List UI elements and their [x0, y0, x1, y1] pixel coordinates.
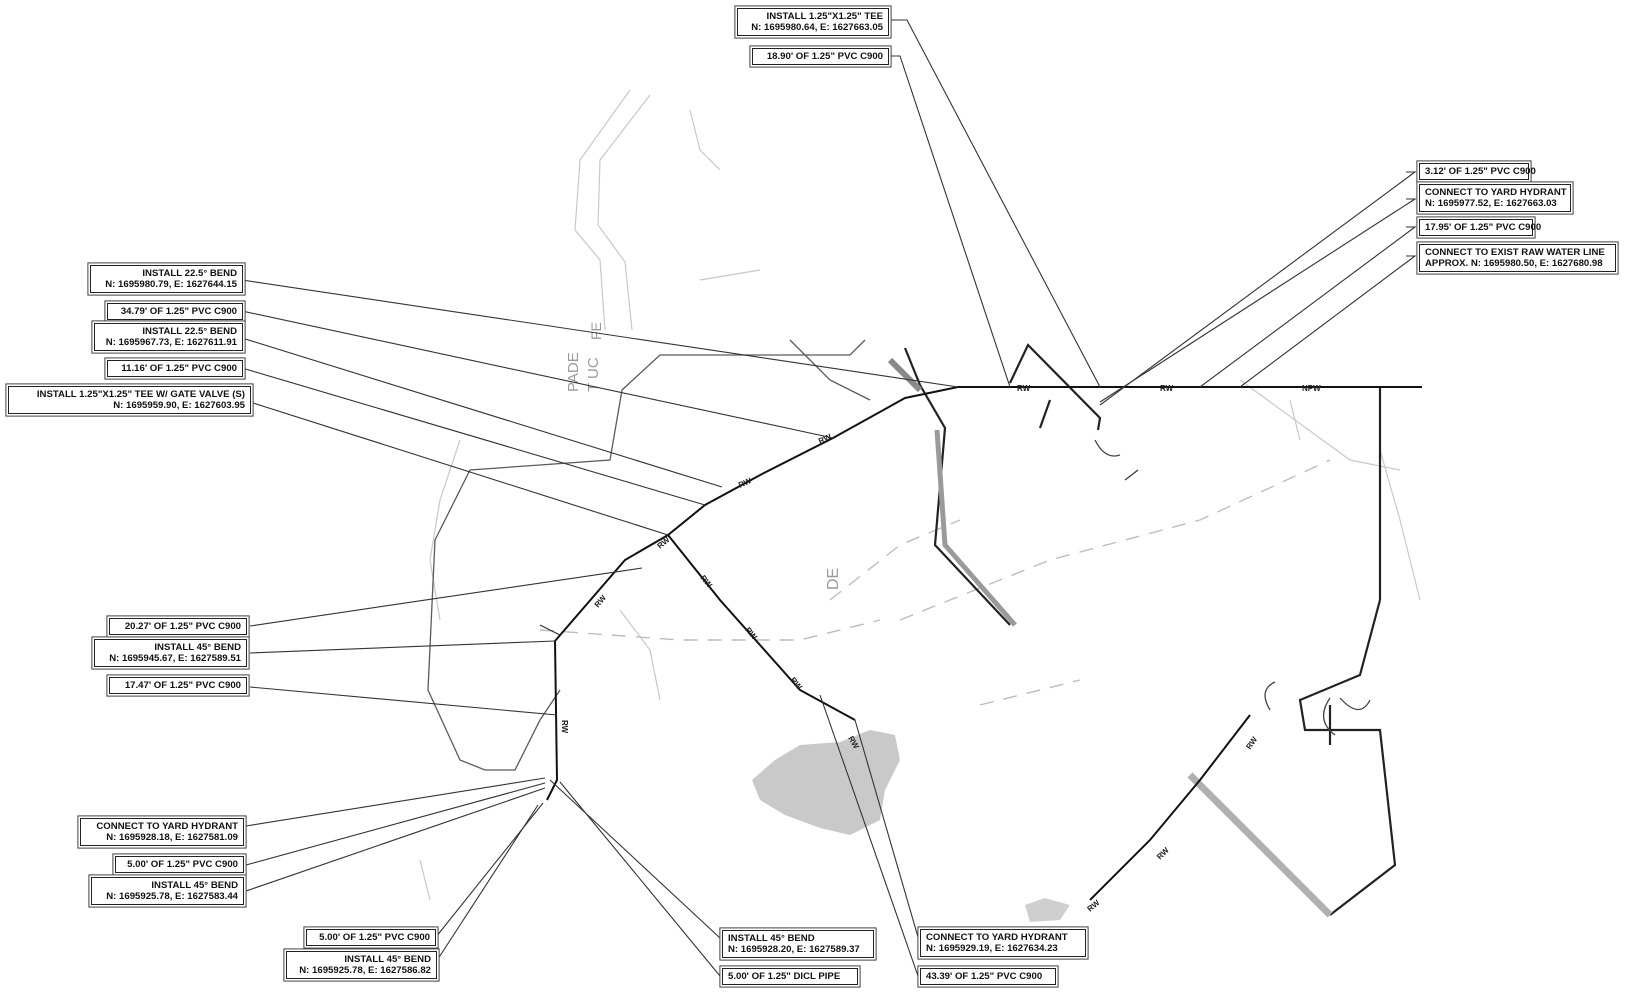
gray-band-north [887, 357, 923, 393]
site-outline [427, 339, 871, 771]
callout-line: 11.16' OF 1.25" PVC C900 [121, 363, 237, 374]
callout-bend-45-sw: INSTALL 45° BEND N: 1695925.78, E: 16275… [91, 877, 244, 905]
callout-coords: N: 1695980.64, E: 1627663.05 [751, 22, 883, 33]
callout-line: CONNECT TO YARD HYDRANT [1425, 187, 1567, 198]
callout-pipe-43-39: 43.39' OF 1.25" PVC C900 [920, 968, 1056, 985]
callout-tee-top: INSTALL 1.25"X1.25" TEE N: 1695980.64, E… [737, 8, 889, 36]
building-walls [903, 343, 1397, 916]
callout-line: INSTALL 1.25"X1.25" TEE W/ GATE VALVE (S… [36, 389, 245, 400]
callout-line: 17.47' OF 1.25" PVC C900 [124, 680, 241, 691]
shaded-area-south [752, 730, 900, 835]
callout-coords: N: 1695928.18, E: 1627581.09 [106, 832, 238, 843]
callout-bend-45-w: INSTALL 45° BEND N: 1695945.67, E: 16275… [94, 639, 247, 667]
callout-coords: N: 1695925.78, E: 1627583.44 [106, 891, 238, 902]
background-labels: PADE T UC FE DE [565, 322, 842, 590]
background-linework [419, 89, 1421, 901]
rw-label-3: RW [817, 432, 833, 446]
callout-line: 18.90' OF 1.25" PVC C900 [766, 51, 883, 62]
callout-line: 3.12' OF 1.25" PVC C900 [1425, 166, 1536, 177]
callout-coords: N: 1695929.19, E: 1627634.23 [926, 943, 1058, 954]
callout-bend-22-upper: INSTALL 22.5° BEND N: 1695980.79, E: 162… [90, 265, 243, 293]
callout-pipe-5-00-a: 5.00' OF 1.25" PVC C900 [115, 856, 244, 873]
callout-bend-45-se: INSTALL 45° BEND N: 1695928.20, E: 16275… [722, 930, 874, 958]
callout-line: INSTALL 45° BEND [728, 933, 815, 944]
callout-tee-gate: INSTALL 1.25"X1.25" TEE W/ GATE VALVE (S… [8, 386, 251, 414]
bg-label-tuc: T UC [585, 357, 602, 392]
callout-coords: N: 1695945.67, E: 1627589.51 [109, 653, 241, 664]
rw-label-13: RW [1155, 845, 1171, 861]
rw-label-7: RW [560, 720, 569, 734]
callout-pipe-17-47: 17.47' OF 1.25" PVC C900 [109, 677, 247, 694]
rw-water-line [546, 386, 1422, 901]
callout-exist-raw-water: CONNECT TO EXIST RAW WATER LINE APPROX. … [1419, 244, 1616, 272]
callout-line: 20.27' OF 1.25" PVC C900 [124, 621, 241, 632]
rw-label-1: RW [1017, 384, 1031, 393]
callout-line: INSTALL 22.5° BEND [142, 268, 237, 279]
callout-bend-22-lower: INSTALL 22.5° BEND N: 1695967.73, E: 162… [94, 323, 243, 351]
callout-line: CONNECT TO YARD HYDRANT [96, 821, 238, 832]
callout-coords: N: 1695925.78, E: 1627586.82 [299, 965, 431, 976]
callout-coords: N: 1695980.79, E: 1627644.15 [105, 279, 237, 290]
callout-coords: N: 1695967.73, E: 1627611.91 [105, 337, 237, 348]
callout-bend-45-s: INSTALL 45° BEND N: 1695925.78, E: 16275… [286, 951, 437, 979]
callout-line: 5.00' OF 1.25" PVC C900 [319, 932, 430, 943]
gray-band-wall [934, 429, 1017, 627]
callout-line: INSTALL 45° BEND [151, 880, 238, 891]
callout-line: 43.39' OF 1.25" PVC C900 [926, 971, 1043, 982]
callout-yard-hydrant-s: CONNECT TO YARD HYDRANT N: 1695929.19, E… [920, 929, 1086, 957]
callout-line: CONNECT TO EXIST RAW WATER LINE [1425, 247, 1605, 258]
callout-line: INSTALL 45° BEND [344, 954, 431, 965]
callout-line: 17.95' OF 1.25" PVC C900 [1425, 222, 1542, 233]
gray-band-southeast [1187, 772, 1333, 918]
rw-label-4: RW [737, 476, 753, 490]
rw-label-2: RW [1160, 384, 1174, 393]
callout-pipe-5-00-b: 5.00' OF 1.25" PVC C900 [306, 929, 436, 946]
door-swings [1094, 439, 1371, 736]
bg-label-fe: FE [588, 322, 604, 340]
callout-line: INSTALL 1.25"X1.25" TEE [766, 11, 883, 22]
callout-dicl-pipe: 5.00' OF 1.25" DICL PIPE [722, 968, 858, 985]
faint-dashed-lines [539, 459, 1331, 706]
npw-label: NPW [1302, 384, 1321, 393]
callout-coords: N: 1695959.90, E: 1627603.95 [113, 400, 245, 411]
callout-line: 5.00' OF 1.25" PVC C900 [127, 859, 238, 870]
callout-line: 5.00' OF 1.25" DICL PIPE [728, 971, 841, 982]
callout-pipe-34-79: 34.79' OF 1.25" PVC C900 [107, 303, 243, 320]
callout-coords: N: 1695928.20, E: 1627589.37 [728, 944, 860, 955]
rw-label-12: RW [1244, 735, 1259, 751]
callout-line: 34.79' OF 1.25" PVC C900 [120, 306, 237, 317]
callout-pipe-20-27: 20.27' OF 1.25" PVC C900 [109, 618, 247, 635]
callout-pipe-18-90: 18.90' OF 1.25" PVC C900 [752, 48, 889, 65]
callout-yard-hydrant-w: CONNECT TO YARD HYDRANT N: 1695928.18, E… [80, 818, 244, 846]
callout-yard-hydrant-ne: CONNECT TO YARD HYDRANT N: 1695977.52, E… [1419, 184, 1571, 212]
callout-line: INSTALL 22.5° BEND [142, 326, 237, 337]
rw-label-10: RW [788, 676, 804, 692]
bg-label-pade: PADE [565, 352, 582, 392]
callout-pipe-3-12: 3.12' OF 1.25" PVC C900 [1419, 163, 1536, 180]
callout-pipe-17-95: 17.95' OF 1.25" PVC C900 [1419, 219, 1542, 236]
bg-label-de: DE [825, 568, 842, 590]
rw-label-14: RW [1086, 898, 1102, 914]
callout-line: INSTALL 45° BEND [154, 642, 241, 653]
callout-line: CONNECT TO YARD HYDRANT [926, 932, 1068, 943]
callout-coords: APPROX. N: 1695980.50, E: 1627680.98 [1425, 258, 1603, 269]
leader-lines [241, 19, 1417, 977]
callout-coords: N: 1695977.52, E: 1627663.03 [1425, 198, 1557, 209]
rw-water-line-thin [539, 469, 1139, 636]
shaded-area-bottom [1025, 898, 1070, 922]
callout-pipe-11-16: 11.16' OF 1.25" PVC C900 [107, 360, 243, 377]
